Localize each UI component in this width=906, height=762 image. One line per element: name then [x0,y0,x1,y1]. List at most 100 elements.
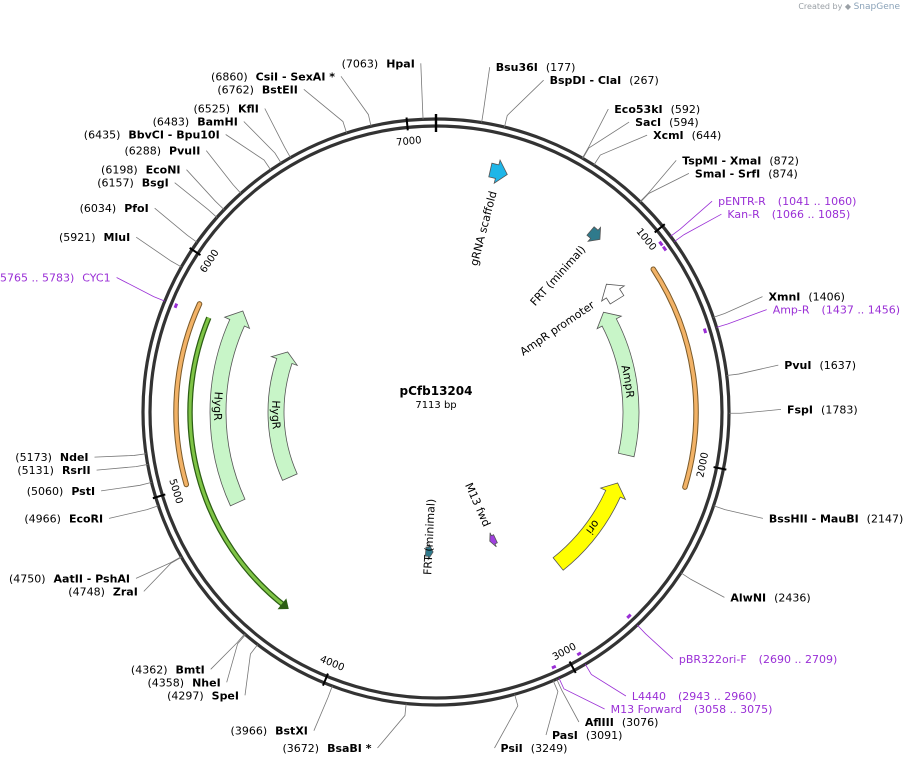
enzyme-label-psti[interactable]: (5060)PstI [27,485,95,498]
enzyme-position: (6435) [84,129,121,142]
enzyme-label-csii[interactable]: (6860)CsiI - SexAI * [211,70,335,83]
enzyme-label-xcmi[interactable]: XcmI(644) [653,129,721,142]
primer-label-amp-r[interactable]: Amp-R(1437 .. 1456) [773,304,900,317]
enzyme-leader [556,678,580,723]
enzyme-label-psii[interactable]: PsiI(3249) [501,742,568,755]
feature-label-text: HygR [269,400,283,430]
enzyme-label-fspi[interactable]: FspI(1783) [787,403,858,416]
feature-hygr [267,351,299,481]
enzyme-label-smai[interactable]: SmaI - SrfI(874) [695,167,798,180]
enzyme-position: (7063) [342,57,379,70]
enzyme-label-bsu36i[interactable]: Bsu36I(177) [496,61,576,74]
enzyme-position: (874) [768,167,798,180]
enzyme-label-rsrii[interactable]: (5131)RsrII [17,464,90,477]
enzyme-leader [728,409,782,414]
enzyme-label-tspmi[interactable]: TspMI - XmaI(872) [682,154,799,167]
enzyme-leader [264,108,291,158]
snapgene-logo-icon: ◆ [844,2,852,11]
enzyme-label-alwni[interactable]: AlwNI(2436) [730,591,810,604]
enzyme-label-hpai[interactable]: (7063)HpaI [342,57,415,70]
ruler-tick [654,223,666,234]
enzyme-leader [494,694,519,749]
green-arc-head [277,598,289,610]
credit-brand: SnapGene [853,2,900,12]
primer-label-m13-forward[interactable]: M13 Forward(3058 .. 3075) [611,703,773,716]
enzyme-label-zrai[interactable]: (4748)ZraI [68,585,138,598]
primer-label-pbr322ori-f[interactable]: pBR322ori-F(2690 .. 2709) [679,653,837,666]
ruler-tick [152,493,166,500]
feature-label-m13-fwd: M13 fwd [462,481,493,529]
enzyme-position: (3672) [282,742,319,755]
enzyme-label-nhei[interactable]: (4358)NheI [148,676,221,689]
enzyme-label-bsshii[interactable]: BssHII - MauBI(2147) [769,512,903,525]
primer-range: (3058 .. 3075) [694,703,773,716]
enzyme-position: (3249) [531,742,568,755]
enzyme-leader [313,685,333,731]
enzyme-label-pasi[interactable]: PasI(3091) [552,729,622,742]
primer-l4440 [576,651,582,657]
primers [173,240,708,670]
enzyme-label-bsgi[interactable]: (6157)BsgI [97,177,168,190]
enzyme-label-ndei[interactable]: (5173)NdeI [15,451,88,464]
enzyme-suffix: * [362,742,372,755]
primer-name: Kan-R [727,208,760,221]
enzyme-leader [143,556,182,592]
enzyme-label-afliii[interactable]: AflIII(3076) [585,716,659,729]
primer-name: L4440 [632,690,666,703]
feature-frt-minimal [424,542,434,561]
primer-pentr-r [658,240,664,247]
enzyme-name: BssHII [769,512,808,525]
primer-label-kan-r[interactable]: Kan-R(1066 .. 1085) [727,208,850,221]
ruler-tick-label: 2000 [695,451,711,478]
enzyme-label-eco53ki[interactable]: Eco53kI(592) [614,103,700,116]
primer-m13-forward [551,664,557,670]
enzyme-label-aatii[interactable]: (4750)AatII - PshAI [9,572,130,585]
enzyme-name: CsiI [256,70,278,83]
enzyme-label-xmni[interactable]: XmnI(1406) [769,291,845,304]
primer-label-pentr-r[interactable]: pENTR-R(1041 .. 1060) [718,195,856,208]
feature-label-hygr: HygR [269,400,283,430]
enzyme-name: BamHI [197,116,238,129]
enzyme-position: (5173) [15,451,52,464]
enzyme-name: BbvCI [128,129,164,142]
enzyme-name: NheI [192,676,221,689]
enzyme-leader [481,67,491,123]
enzyme-leader [135,556,182,579]
enzyme-name: SacI [635,116,661,129]
enzyme-label-ecori[interactable]: (4966)EcoRI [24,512,103,525]
orange-feature-arcs [173,266,699,490]
enzyme-leader [243,121,282,164]
enzyme-label-pvui[interactable]: PvuI(1637) [784,359,856,372]
enzyme-label-spei[interactable]: (4297)SpeI [167,689,239,702]
primer-range: (1041 .. 1060) [778,195,857,208]
enzyme-label-bstxi[interactable]: (3966)BstXI [231,725,308,738]
enzyme-label-saci[interactable]: SacI(594) [635,116,699,129]
enzyme-label-kfli[interactable]: (6525)KflI [193,103,258,116]
enzyme-label-mlui[interactable]: (5921)MluI [59,231,130,244]
primer-label-cyc1[interactable]: (5765 .. 5783)CYC1 [0,272,111,285]
feature-ampr [596,311,640,458]
enzyme-label-bsteii[interactable]: (6762)BstEII [217,83,297,96]
primer-label-l4440[interactable]: L4440(2943 .. 2960) [632,690,757,703]
enzyme-label-econi[interactable]: (6198)EcoNI [101,164,180,177]
enzyme-leader [135,236,182,268]
enzyme-label-bsabi[interactable]: (3672)BsaBI * [282,742,371,755]
enzyme-label-bbvci[interactable]: (6435)BbvCI - Bpu10I [84,129,220,142]
feature-m13-fwd [489,532,498,548]
feature-ori [552,482,627,571]
ruler-tick [405,117,409,131]
enzyme-leader [545,680,559,736]
enzyme-leader [377,703,407,749]
enzyme-label-bamhi[interactable]: (6483)BamHI [153,116,238,129]
enzyme-label-pfoi[interactable]: (6034)PfoI [80,202,149,215]
enzyme-name: SmaI [695,167,726,180]
enzyme-label-bspdi[interactable]: BspDI - ClaI(267) [550,74,659,87]
enzyme-label-pvuii[interactable]: (6288)PvuII [124,145,200,158]
enzyme-leader [96,464,148,471]
plasmid-name: pCfb13204 [400,384,473,398]
enzyme-label-bmti[interactable]: (4362)BmtI [131,663,205,676]
enzyme-position: (2147) [867,512,904,525]
enzyme-position: (267) [629,74,659,87]
enzyme-name: TspMI [682,154,718,167]
